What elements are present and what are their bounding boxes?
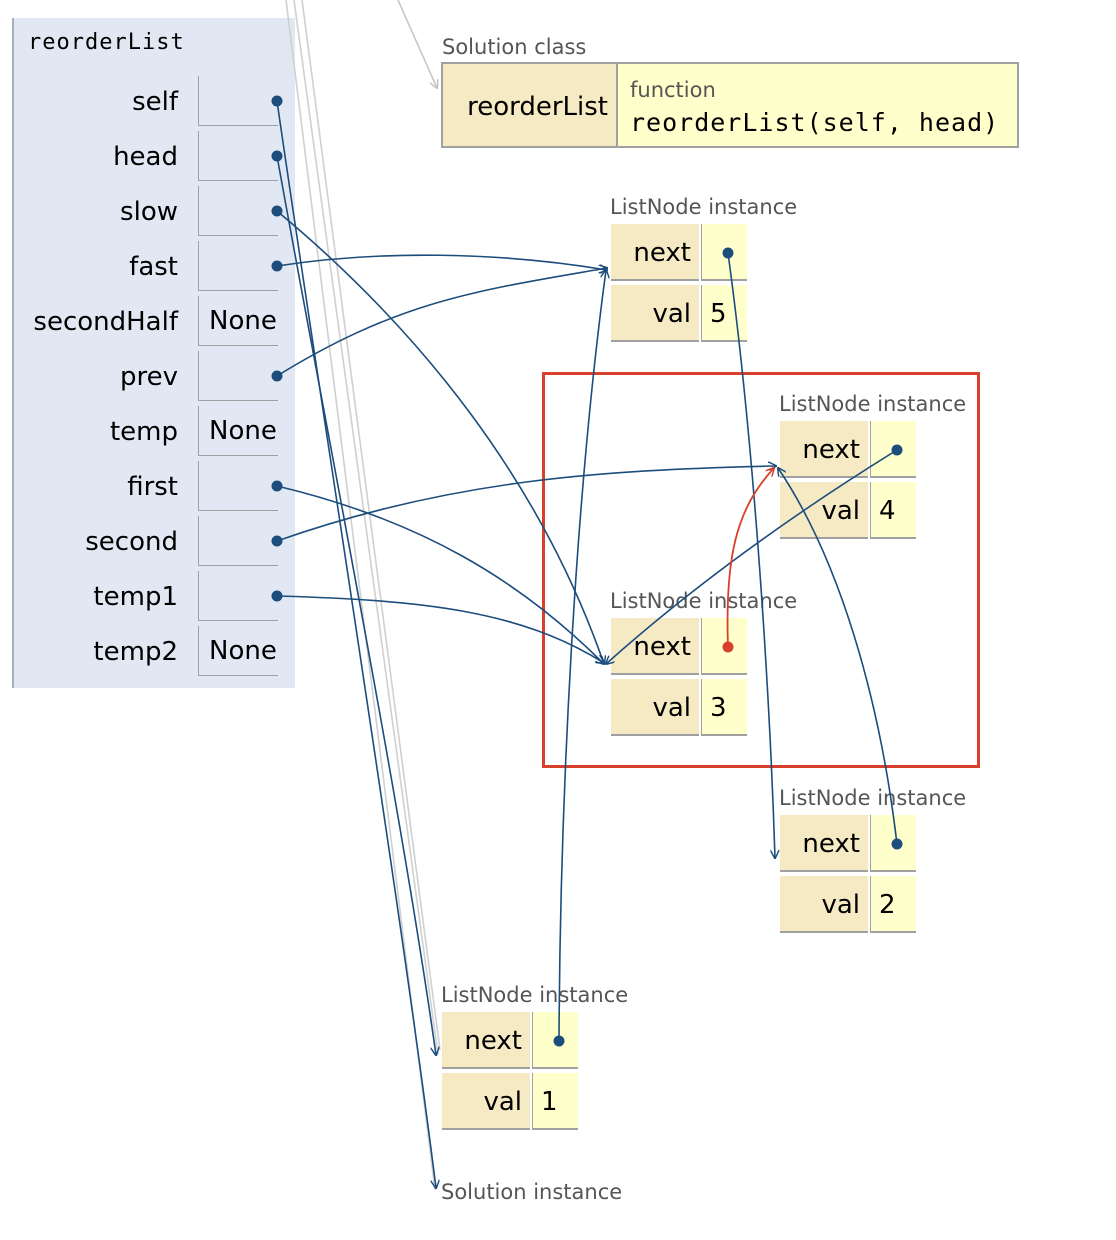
listnode-val-4: next val 4 <box>780 421 917 541</box>
variable-value-cell <box>198 241 278 291</box>
self-pointer-arrow <box>276 100 436 1188</box>
val-value: 2 <box>870 876 916 933</box>
slow-pointer-arrow <box>276 210 604 664</box>
class-attr-name-cell: reorderList <box>443 64 618 146</box>
function-cell: function reorderList(self, head) <box>618 64 1017 146</box>
listnode-val-1: next val 1 <box>442 1012 579 1132</box>
variable-row-temp2: temp2 None <box>0 626 300 676</box>
global-pointer-arrow <box>293 0 439 1056</box>
head-pointer-arrow <box>276 155 436 1055</box>
solution-class-heading: Solution class <box>442 35 587 59</box>
variable-value-cell <box>198 461 278 511</box>
head-pointer-dot <box>271 150 283 162</box>
val-key: val <box>611 285 699 342</box>
slow-pointer-dot <box>271 205 283 217</box>
variable-row-self: self <box>0 76 300 126</box>
variable-name: secondHalf <box>33 307 178 337</box>
variable-name: head <box>113 142 178 172</box>
highlight-box <box>542 372 980 768</box>
listnode-heading: ListNode instance <box>441 983 629 1007</box>
variable-name: prev <box>119 362 178 392</box>
node2-next-dot <box>891 838 903 850</box>
variable-row-second: second <box>0 516 300 566</box>
variable-row-head: head <box>0 131 300 181</box>
node1-next-dot <box>553 1035 565 1047</box>
prev-pointer-dot <box>271 370 283 382</box>
next-key: next <box>780 421 868 478</box>
variable-list: self head slow fast secondHalf None prev… <box>0 0 300 700</box>
variable-value-cell: None <box>198 296 278 346</box>
stack-frame <box>12 18 295 688</box>
val-key: val <box>780 482 868 539</box>
variable-name: temp2 <box>93 637 178 667</box>
variable-name: second <box>85 527 178 557</box>
variable-value-cell <box>198 571 278 621</box>
listnode-heading: ListNode instance <box>610 589 798 613</box>
node1-next-arrow <box>558 270 606 1042</box>
second-pointer-arrow <box>276 466 776 542</box>
variable-name: self <box>132 87 178 117</box>
node2-next-arrow <box>778 468 898 845</box>
variable-name: temp1 <box>93 582 178 612</box>
variable-row-secondhalf: secondHalf None <box>0 296 300 346</box>
variable-name: first <box>127 472 178 502</box>
variable-value-cell <box>198 516 278 566</box>
solution-instance-heading: Solution instance <box>441 1180 623 1204</box>
val-value: 1 <box>532 1073 578 1130</box>
solution-class-box: reorderList function reorderList(self, h… <box>441 62 1019 148</box>
prev-pointer-arrow <box>276 268 607 377</box>
node3-next-dot <box>722 641 734 653</box>
next-key: next <box>780 815 868 872</box>
self-pointer-dot <box>271 95 283 107</box>
fast-pointer-arrow <box>276 254 607 270</box>
val-value: 5 <box>701 285 747 342</box>
first-pointer-dot <box>271 480 283 492</box>
variable-value-cell: None <box>198 626 278 676</box>
variable-row-temp: temp None <box>0 406 300 456</box>
global-pointer-arrow <box>301 0 441 1051</box>
variable-value-cell <box>198 351 278 401</box>
variable-row-temp1: temp1 <box>0 571 300 621</box>
node5-next-arrow <box>727 252 775 858</box>
variable-row-prev: prev <box>0 351 300 401</box>
listnode-heading: ListNode instance <box>779 786 967 810</box>
listnode-heading: ListNode instance <box>610 195 798 219</box>
function-kind-label: function <box>630 78 716 102</box>
temp1-pointer-dot <box>271 590 283 602</box>
node4-next-dot <box>891 444 903 456</box>
next-key: next <box>442 1012 530 1069</box>
temp1-pointer-arrow <box>276 595 604 663</box>
variable-name: slow <box>120 197 178 227</box>
variable-value-cell <box>198 131 278 181</box>
variable-name: temp <box>109 417 178 447</box>
val-key: val <box>780 876 868 933</box>
listnode-heading: ListNode instance <box>779 392 967 416</box>
second-pointer-dot <box>271 535 283 547</box>
frame-title: reorderList <box>28 30 185 55</box>
first-pointer-arrow <box>276 485 604 664</box>
pointer-dots <box>271 95 903 1047</box>
node4-next-arrow <box>606 449 898 664</box>
variable-value-cell: None <box>198 406 278 456</box>
node3-next-arrow-highlighted <box>726 468 774 648</box>
variable-name: fast <box>129 252 178 282</box>
listnode-val-3: next val 3 <box>611 618 748 738</box>
variable-value-cell <box>198 186 278 236</box>
variable-row-slow: slow <box>0 186 300 236</box>
next-key: next <box>611 224 699 281</box>
variable-value-cell <box>198 76 278 126</box>
val-value: 4 <box>870 482 916 539</box>
class-attr-name: reorderList <box>467 92 608 122</box>
val-key: val <box>611 679 699 736</box>
function-signature: reorderList(self, head) <box>630 108 1000 137</box>
variable-row-first: first <box>0 461 300 511</box>
val-key: val <box>442 1073 530 1130</box>
node5-next-dot <box>722 247 734 259</box>
val-value: 3 <box>701 679 747 736</box>
fast-pointer-dot <box>271 260 283 272</box>
global-pointer-arrow <box>397 0 437 88</box>
variable-row-fast: fast <box>0 241 300 291</box>
